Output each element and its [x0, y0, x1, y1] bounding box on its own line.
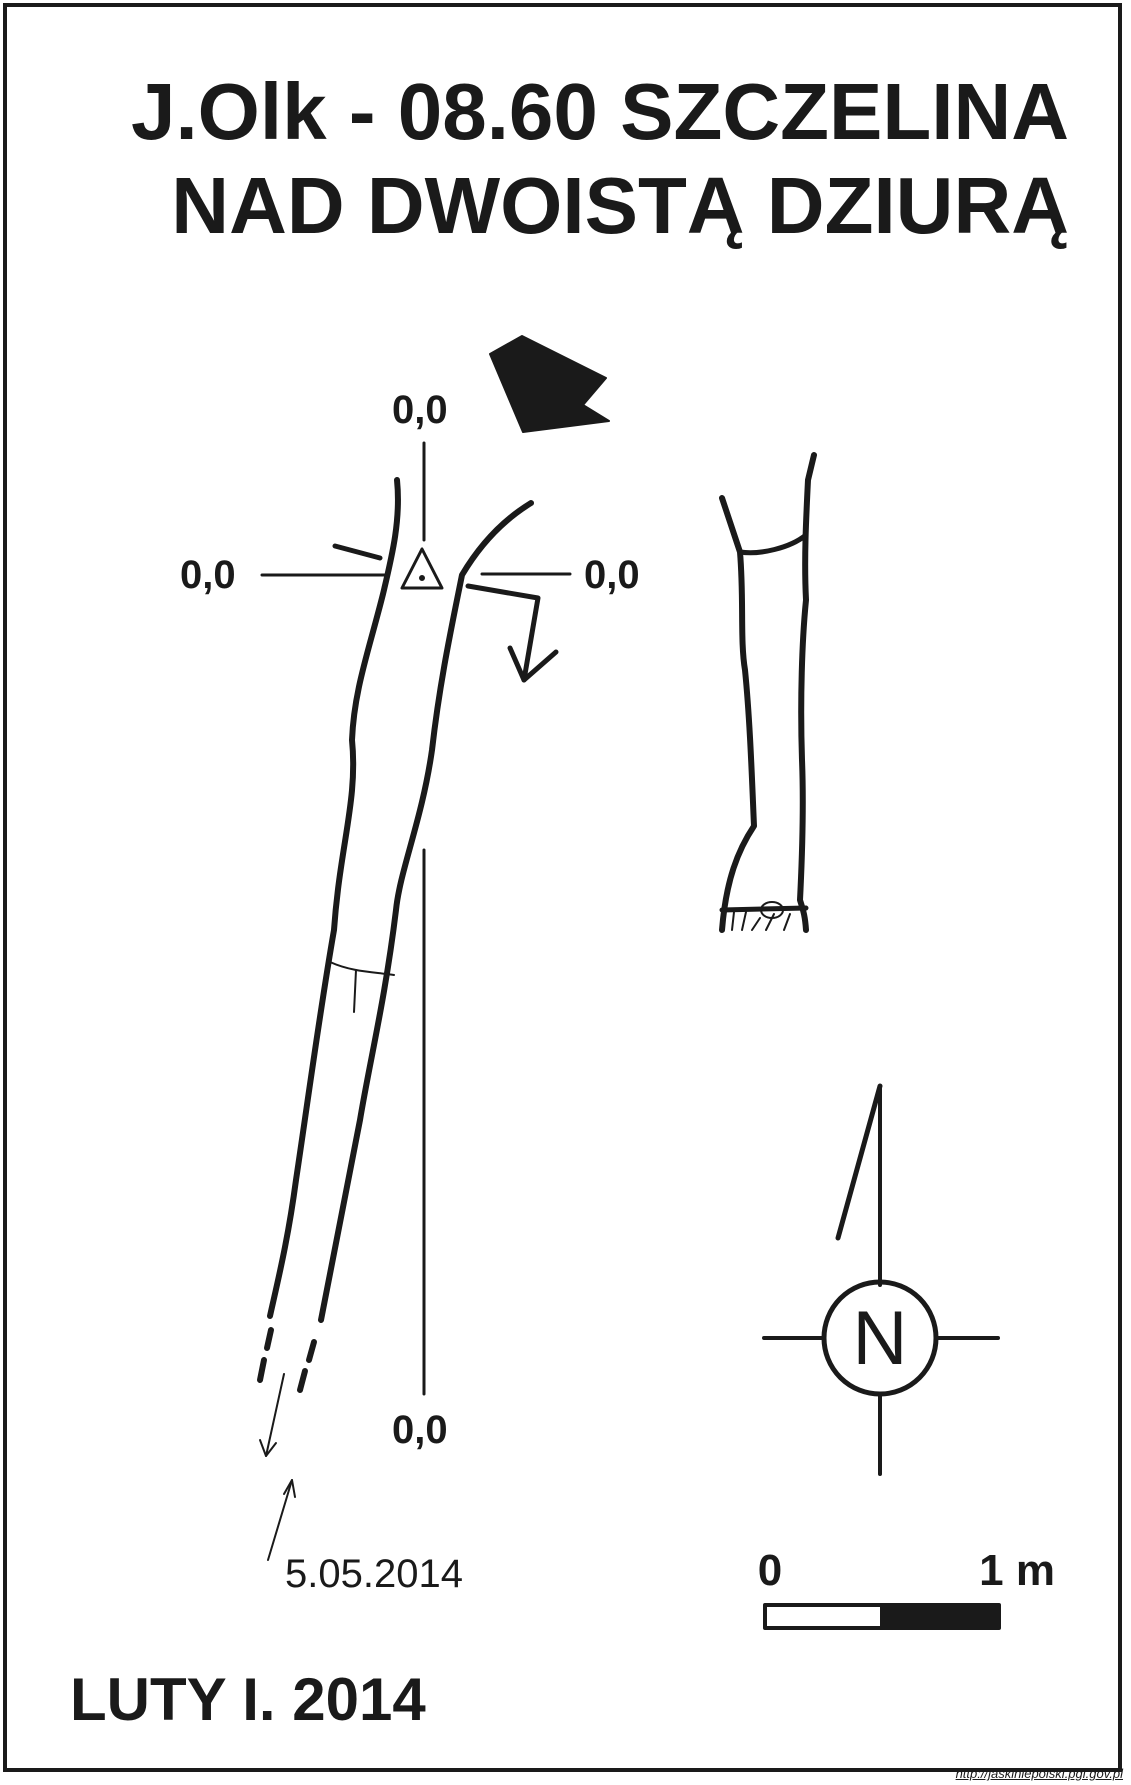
datum-label-left: 0,0 — [180, 553, 236, 597]
compass-letter: N — [853, 1296, 908, 1381]
map-title-line-2: NAD DWOISTĄ DZIURĄ — [171, 161, 1069, 250]
scale-bar-white — [763, 1603, 884, 1630]
date-pointer-arrow — [267, 1479, 293, 1561]
survey-date-label: 5.05.2014 — [285, 1552, 463, 1596]
cross-section-left-wall — [719, 495, 757, 933]
continuation-arrow-down-head — [259, 1439, 277, 1457]
datum-label-right: 0,0 — [584, 553, 640, 597]
survey-station-icon — [400, 547, 444, 590]
cross-section-floor-rocks — [731, 911, 791, 931]
slope-arrow — [465, 583, 541, 683]
scale-bar-start-label: 0 — [758, 1546, 782, 1595]
author-date-label: LUTY I. 2014 — [70, 1666, 426, 1733]
continuation-arrow-down — [265, 1373, 285, 1457]
passage-floor-step — [329, 961, 395, 976]
datum-label-bottom: 0,0 — [392, 1408, 448, 1452]
cave-wall-right — [318, 500, 534, 1323]
cross-section-right-wall — [797, 452, 817, 933]
datum-label-top: 0,0 — [392, 388, 448, 432]
scale-bar-end-label: 1 m — [979, 1546, 1055, 1595]
cross-section-floor — [719, 905, 809, 913]
entrance-direction-arrow — [489, 335, 610, 433]
cross-section-boulder — [760, 901, 784, 919]
source-url-link[interactable]: http://jaskiniepolski.pgi.gov.pl — [955, 1766, 1123, 1781]
slope-arrow-head — [507, 645, 559, 683]
map-title-line-1: J.Olk - 08.60 SZCZELINA — [130, 67, 1069, 156]
scale-bar-black — [880, 1603, 1001, 1630]
cave-wall-right-continuation — [297, 1339, 317, 1393]
cave-ledge-line — [332, 543, 383, 561]
survey-station-dot — [419, 575, 425, 581]
north-arrow-barb — [835, 1083, 883, 1241]
cave-wall-left — [267, 477, 401, 1319]
map-frame — [3, 3, 1122, 1772]
cross-section-rim — [737, 532, 809, 556]
date-pointer-arrow-head — [283, 1479, 296, 1498]
passage-floor-tick — [353, 969, 357, 1013]
cave-wall-left-continuation — [257, 1327, 274, 1383]
